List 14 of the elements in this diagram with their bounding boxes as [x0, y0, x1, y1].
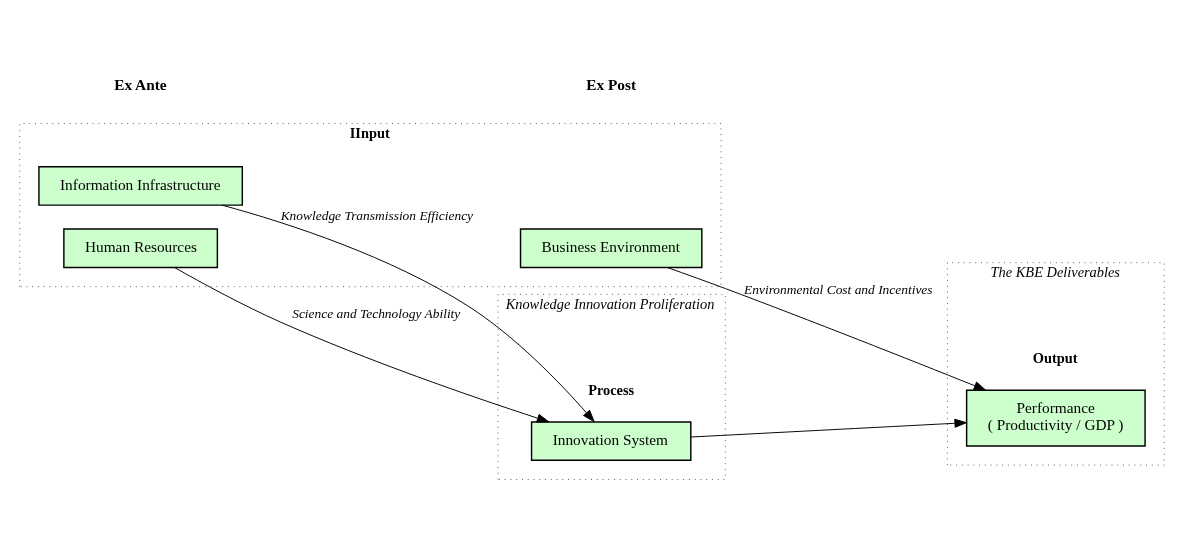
node-box: Performance ( Productivity / GDP ) — [965, 389, 1146, 447]
node-box: Human Resources — [63, 227, 219, 268]
arrow — [666, 266, 987, 391]
edge-label: Knowledge Transmission Efficiency — [280, 207, 474, 223]
label: Ex Ante — [114, 75, 167, 93]
edge-label: Science and Technology Ability — [292, 305, 461, 321]
arrow — [221, 204, 595, 422]
node-box: Business Environment — [519, 227, 703, 268]
edge-label: Environmental Cost and Incentives — [744, 281, 933, 297]
arrow — [690, 418, 967, 437]
arrow — [174, 266, 550, 423]
node-box: Information Infrastructure — [38, 165, 244, 206]
label: Ex Post — [586, 75, 637, 93]
node-box: Innovation System — [530, 420, 692, 461]
